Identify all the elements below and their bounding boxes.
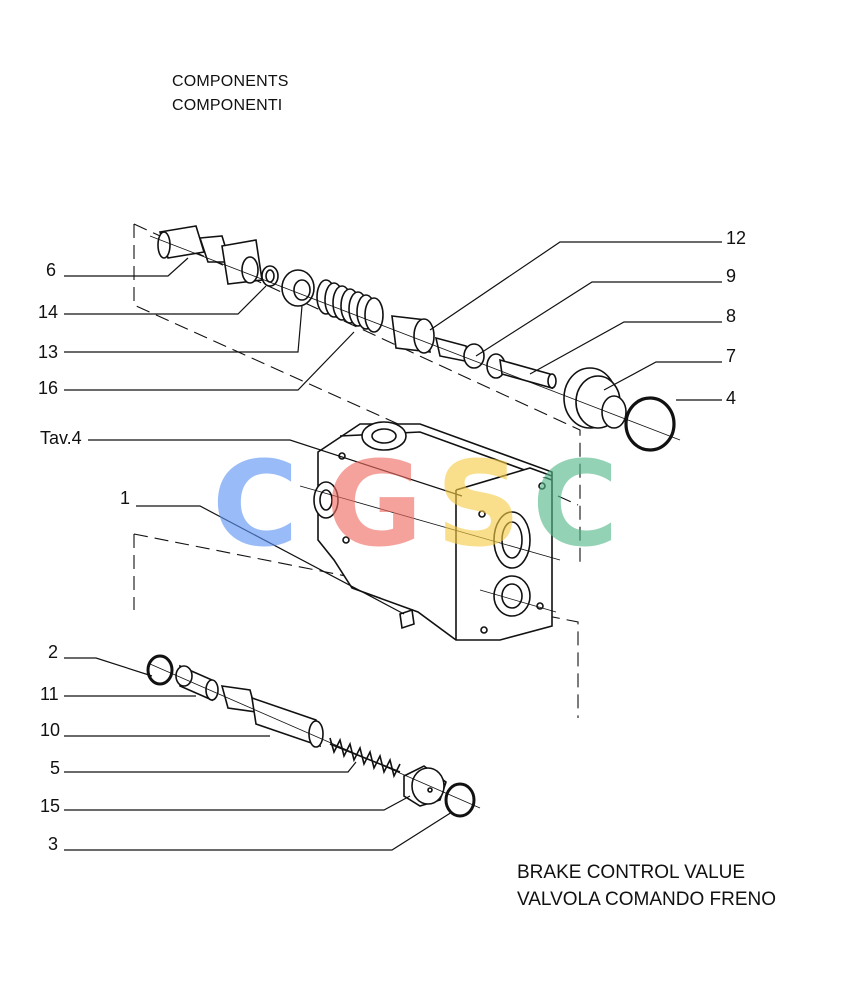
callout-1: 1 — [120, 488, 131, 508]
spring-part-5 — [329, 737, 401, 779]
callout-tav: Tav.4 — [40, 428, 82, 448]
callout-12: 12 — [726, 228, 747, 248]
leader-6 — [64, 257, 189, 277]
callout-2: 2 — [48, 642, 59, 662]
leader-3 — [64, 811, 453, 851]
callout-4: 4 — [726, 388, 737, 408]
header-title-it: COMPONENTI — [172, 97, 283, 114]
cap-part-15 — [403, 765, 447, 807]
watermark-letter-3: S — [436, 435, 521, 573]
spool-part-6 — [157, 225, 263, 285]
leader-tav — [88, 439, 463, 497]
piston-part-10 — [220, 685, 324, 748]
watermark-letter-1: C — [212, 435, 299, 573]
callout-7: 7 — [726, 346, 737, 366]
caption-title-it: VALVOLA COMANDO FRENO — [517, 889, 777, 910]
leader-15 — [64, 795, 411, 811]
oring-part-2 — [146, 654, 174, 686]
leader-12 — [429, 241, 722, 331]
oring-part-4 — [624, 396, 676, 452]
stem-part-8 — [486, 353, 557, 390]
body-axis-line — [299, 485, 561, 613]
leader-16 — [64, 331, 355, 391]
callout-15: 15 — [40, 796, 61, 816]
watermark-letter-2: G — [326, 435, 423, 573]
leader-8 — [529, 321, 722, 375]
callout-6: 6 — [46, 260, 57, 280]
cup-part-12 — [391, 315, 435, 354]
watermark-letter-4: C — [532, 435, 619, 573]
plug-part-1 — [399, 608, 415, 630]
callout-5: 5 — [50, 758, 61, 778]
callout-11: 11 — [40, 684, 59, 704]
leader-13 — [64, 305, 303, 353]
callout-16: 16 — [38, 378, 59, 398]
callout-3: 3 — [48, 834, 59, 854]
lower-assembly-envelope — [133, 533, 579, 718]
callout-9: 9 — [726, 266, 737, 286]
callout-13: 13 — [38, 342, 59, 362]
leader-7 — [603, 361, 722, 391]
spool-part-11 — [175, 664, 219, 702]
plug-part-7 — [563, 367, 627, 429]
leader-14 — [64, 285, 267, 315]
callout-14: 14 — [38, 302, 59, 322]
valve-body — [313, 421, 553, 641]
lower-axis-line — [149, 663, 481, 809]
caption-title-en: BRAKE CONTROL VALUE — [517, 862, 746, 883]
leader-lines — [64, 241, 722, 851]
leader-5 — [64, 761, 357, 773]
upper-axis-line — [149, 235, 681, 441]
ring-part-13 — [281, 269, 315, 307]
leader-9 — [475, 281, 722, 357]
header-title-en: COMPONENTS — [172, 73, 289, 90]
callout-10: 10 — [40, 720, 61, 740]
oring-part-3 — [444, 782, 476, 818]
piston-part-9 — [434, 336, 485, 369]
leader-1 — [136, 505, 405, 615]
callout-8: 8 — [726, 306, 737, 326]
leader-2 — [64, 657, 153, 677]
oring-part-14 — [261, 265, 279, 287]
